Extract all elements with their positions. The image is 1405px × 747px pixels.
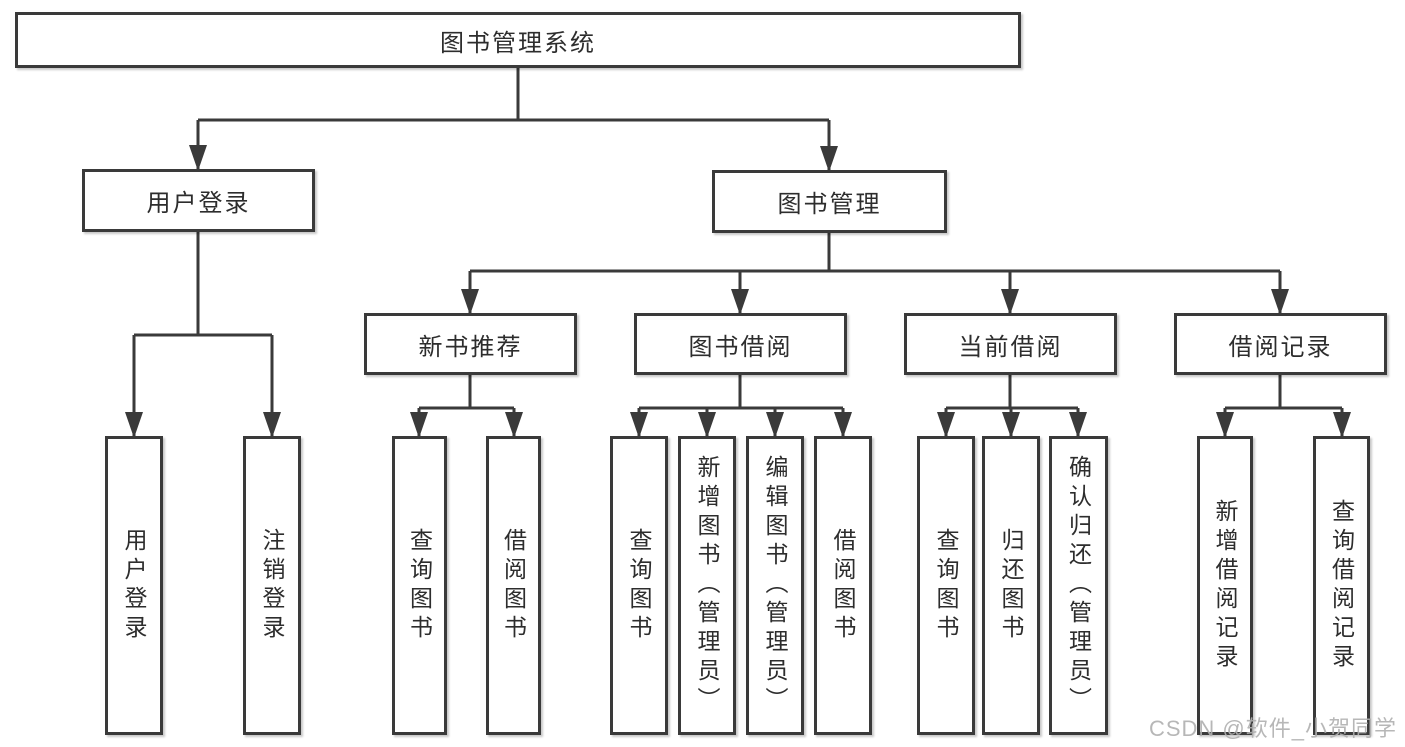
node-new-book-recommend: 新书推荐 — [364, 313, 577, 375]
leaf-edit-books-admin: 编辑图书（管理员） — [746, 436, 804, 735]
leaf-recommend-query-books-label: 查询图书 — [406, 527, 433, 644]
leaf-user-login-label: 用户登录 — [121, 527, 147, 644]
leaf-query-borrow-record: 查询借阅记录 — [1313, 436, 1370, 735]
node-current-borrow-label: 当前借阅 — [958, 333, 1063, 361]
connector-arrows — [125, 145, 1351, 438]
watermark: CSDN @软件_小贺同学 — [1148, 716, 1397, 741]
leaf-return-books: 归还图书 — [982, 436, 1040, 735]
node-borrow-record-label: 借阅记录 — [1228, 333, 1333, 361]
leaf-logout: 注销登录 — [243, 436, 301, 735]
node-new-book-recommend-label: 新书推荐 — [418, 333, 523, 361]
leaf-query-borrow-record-label: 查询借阅记录 — [1328, 498, 1355, 673]
node-root-label: 图书管理系统 — [440, 29, 596, 57]
leaf-add-borrow-record: 新增借阅记录 — [1197, 436, 1253, 735]
leaf-recommend-borrow-books: 借阅图书 — [486, 436, 541, 735]
leaf-logout-label: 注销登录 — [259, 527, 285, 644]
leaf-borrow-books: 借阅图书 — [814, 436, 872, 735]
node-current-borrow: 当前借阅 — [904, 313, 1117, 375]
leaf-borrow-query-books-label: 查询图书 — [626, 527, 652, 644]
leaf-add-books-admin-label: 新增图书（管理员） — [694, 455, 720, 716]
node-user-login-label: 用户登录 — [146, 190, 251, 217]
leaf-recommend-query-books: 查询图书 — [392, 436, 447, 735]
node-borrow-record: 借阅记录 — [1174, 313, 1387, 375]
leaf-user-login: 用户登录 — [105, 436, 163, 735]
node-book-borrow-label: 图书借阅 — [688, 333, 793, 361]
node-book-management: 图书管理 — [712, 170, 947, 233]
leaf-borrow-books-label: 借阅图书 — [830, 527, 856, 644]
node-root: 图书管理系统 — [15, 12, 1021, 68]
leaf-add-borrow-record-label: 新增借阅记录 — [1212, 498, 1238, 673]
leaf-recommend-borrow-books-label: 借阅图书 — [500, 527, 527, 644]
leaf-confirm-return-admin: 确认归还（管理员） — [1049, 436, 1108, 735]
leaf-return-books-label: 归还图书 — [998, 527, 1024, 644]
leaf-borrow-query-books: 查询图书 — [610, 436, 668, 735]
node-book-management-label: 图书管理 — [777, 191, 882, 218]
node-user-login: 用户登录 — [82, 169, 315, 232]
leaf-current-query-books: 查询图书 — [917, 436, 975, 735]
leaf-current-query-books-label: 查询图书 — [933, 527, 959, 644]
leaf-edit-books-admin-label: 编辑图书（管理员） — [762, 455, 788, 716]
node-book-borrow: 图书借阅 — [634, 313, 847, 375]
leaf-confirm-return-admin-label: 确认归还（管理员） — [1065, 455, 1092, 716]
leaf-add-books-admin: 新增图书（管理员） — [678, 436, 736, 735]
